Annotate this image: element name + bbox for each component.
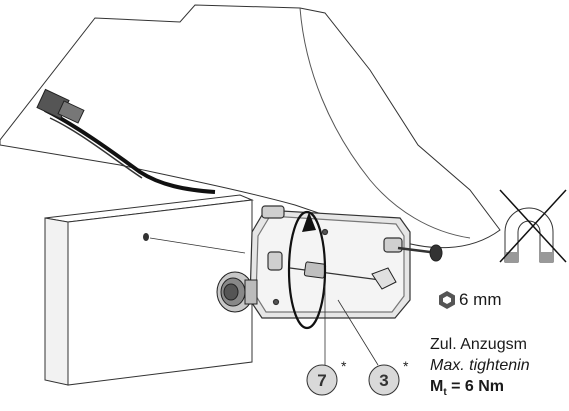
mounting-screw — [289, 261, 397, 290]
wrench-size-row: 6 mm — [438, 290, 502, 310]
screw-right — [397, 244, 443, 262]
callout-3: 3 * — [368, 358, 409, 396]
cable — [44, 108, 216, 194]
callout-3-marker: * — [403, 358, 409, 374]
callout-leaders — [324, 286, 379, 366]
wall-hole — [143, 233, 149, 241]
hex-socket-icon — [439, 291, 455, 309]
torque-label-en: Max. tightenin — [430, 357, 530, 374]
callout-3-number: 3 — [379, 371, 388, 390]
torque-symbol: M — [430, 378, 444, 395]
control-unit-housing — [249, 205, 411, 319]
wrench-size-label: 6 mm — [459, 290, 502, 309]
callout-7-marker: * — [341, 358, 347, 374]
cable-connector — [36, 88, 85, 124]
rotation-arrow-icon — [287, 210, 327, 330]
callout-7-number: 7 — [317, 371, 326, 390]
callout-7: 7 * — [306, 358, 347, 396]
wall-block — [44, 194, 254, 386]
round-connector — [216, 271, 258, 313]
cover-fold — [299, 7, 471, 239]
mounting-axis-line — [149, 237, 246, 254]
torque-value: Mt = 6 Nm — [430, 378, 504, 398]
torque-symbol-subscript: t — [443, 387, 447, 399]
torque-value-text: = 6 Nm — [446, 378, 505, 395]
torque-label-de: Zul. Anzugsm — [430, 336, 527, 353]
no-magnet-icon — [499, 189, 567, 263]
